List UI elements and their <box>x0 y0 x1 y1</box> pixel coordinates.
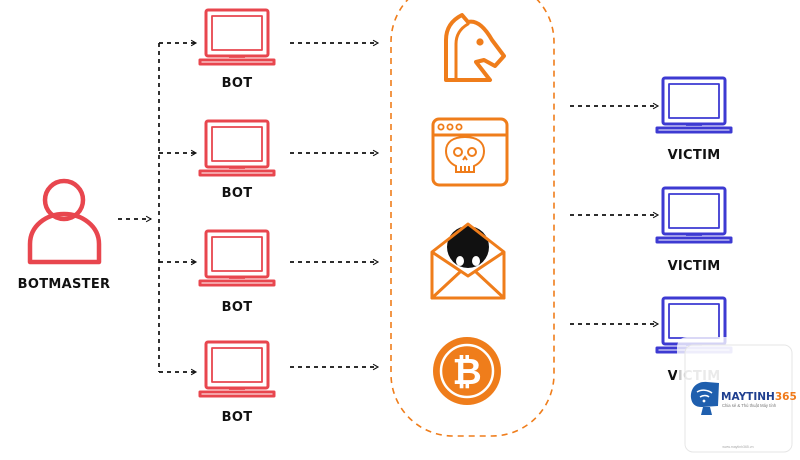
bot-connectors <box>290 39 380 371</box>
bot-node: BOT <box>198 119 276 201</box>
svg-text:₿: ₿ <box>452 352 481 393</box>
user-icon <box>27 178 102 265</box>
watermark: MAYTINH365 Chia sẻ & Thủ thuật Máy tính … <box>677 337 800 460</box>
laptop-icon <box>198 340 276 398</box>
bot-node: BOT <box>198 229 276 315</box>
laptop-icon <box>655 76 733 134</box>
bot-node: BOT <box>198 340 276 425</box>
bot-node: BOT <box>198 8 276 91</box>
victim-node: VICTIM <box>655 186 733 274</box>
watermark-brand: MAYTINH365 <box>721 391 797 403</box>
botmaster-connectors <box>118 39 198 376</box>
laptop-icon <box>198 119 276 177</box>
victim-label: VICTIM <box>668 259 721 274</box>
hacker-icon <box>447 226 489 268</box>
malicious-webpage-skull-icon <box>431 117 509 187</box>
bot-label: BOT <box>222 300 253 315</box>
phishing-email-icon <box>430 222 506 300</box>
laptop-icon <box>198 229 276 287</box>
bot-label: BOT <box>222 410 253 425</box>
laptop-icon <box>198 8 276 66</box>
botmaster-node: BOTMASTER <box>18 178 111 292</box>
bitcoin-icon: ₿ <box>433 337 501 405</box>
skull-icon <box>444 135 486 173</box>
bot-label: BOT <box>222 76 253 91</box>
monitor-logo-icon <box>690 381 719 415</box>
watermark-tagline: Chia sẻ & Thủ thuật Máy tính <box>722 403 777 408</box>
victim-label: VICTIM <box>668 148 721 163</box>
trojan-horse-icon <box>444 13 506 82</box>
victim-node: VICTIM <box>655 76 733 163</box>
attack-container <box>390 0 555 437</box>
laptop-icon <box>655 186 733 244</box>
bot-label: BOT <box>222 186 253 201</box>
botmaster-label: BOTMASTER <box>18 277 111 292</box>
watermark-url: www.maytinh365.vn <box>722 445 753 449</box>
victim-connectors <box>570 102 660 328</box>
